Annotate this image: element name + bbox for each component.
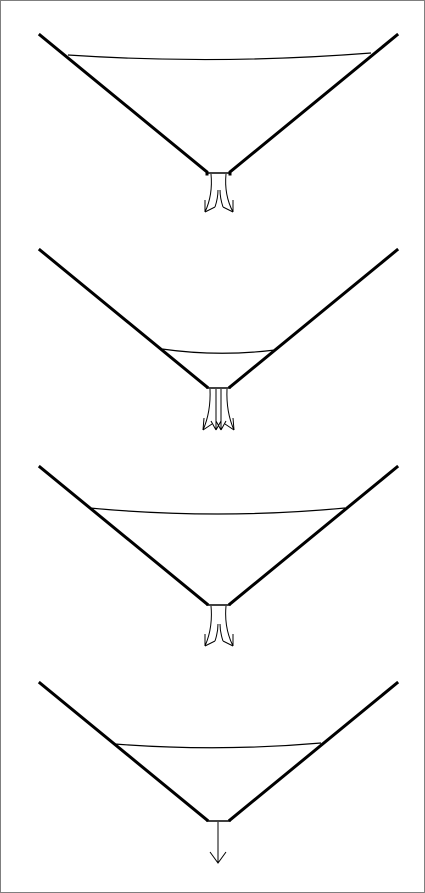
liquid-surface-3 <box>90 508 345 514</box>
funnel-walls-3-right <box>230 467 397 604</box>
funnel-panel-1 <box>40 35 397 212</box>
funnel-panel-4 <box>40 683 397 863</box>
outflow-arrow-4 <box>210 822 226 863</box>
funnel-panel-2 <box>40 250 397 430</box>
outflow-arrows-1 <box>205 174 233 212</box>
funnel-walls-1-right <box>230 35 397 174</box>
funnel-walls-4-right <box>230 683 397 820</box>
funnel-walls-4 <box>40 683 207 820</box>
funnel-walls-2-right <box>230 250 397 387</box>
outflow-arrows-3 <box>205 606 233 646</box>
funnel-walls-2 <box>40 250 207 387</box>
funnel-panel-3 <box>40 467 397 646</box>
liquid-surface-2 <box>162 349 275 353</box>
liquid-surface-4 <box>115 743 321 748</box>
outflow-arrows-2 <box>203 389 234 430</box>
liquid-surface-1 <box>68 53 371 60</box>
funnel-walls-1 <box>40 35 207 174</box>
funnel-walls-3 <box>40 467 207 604</box>
